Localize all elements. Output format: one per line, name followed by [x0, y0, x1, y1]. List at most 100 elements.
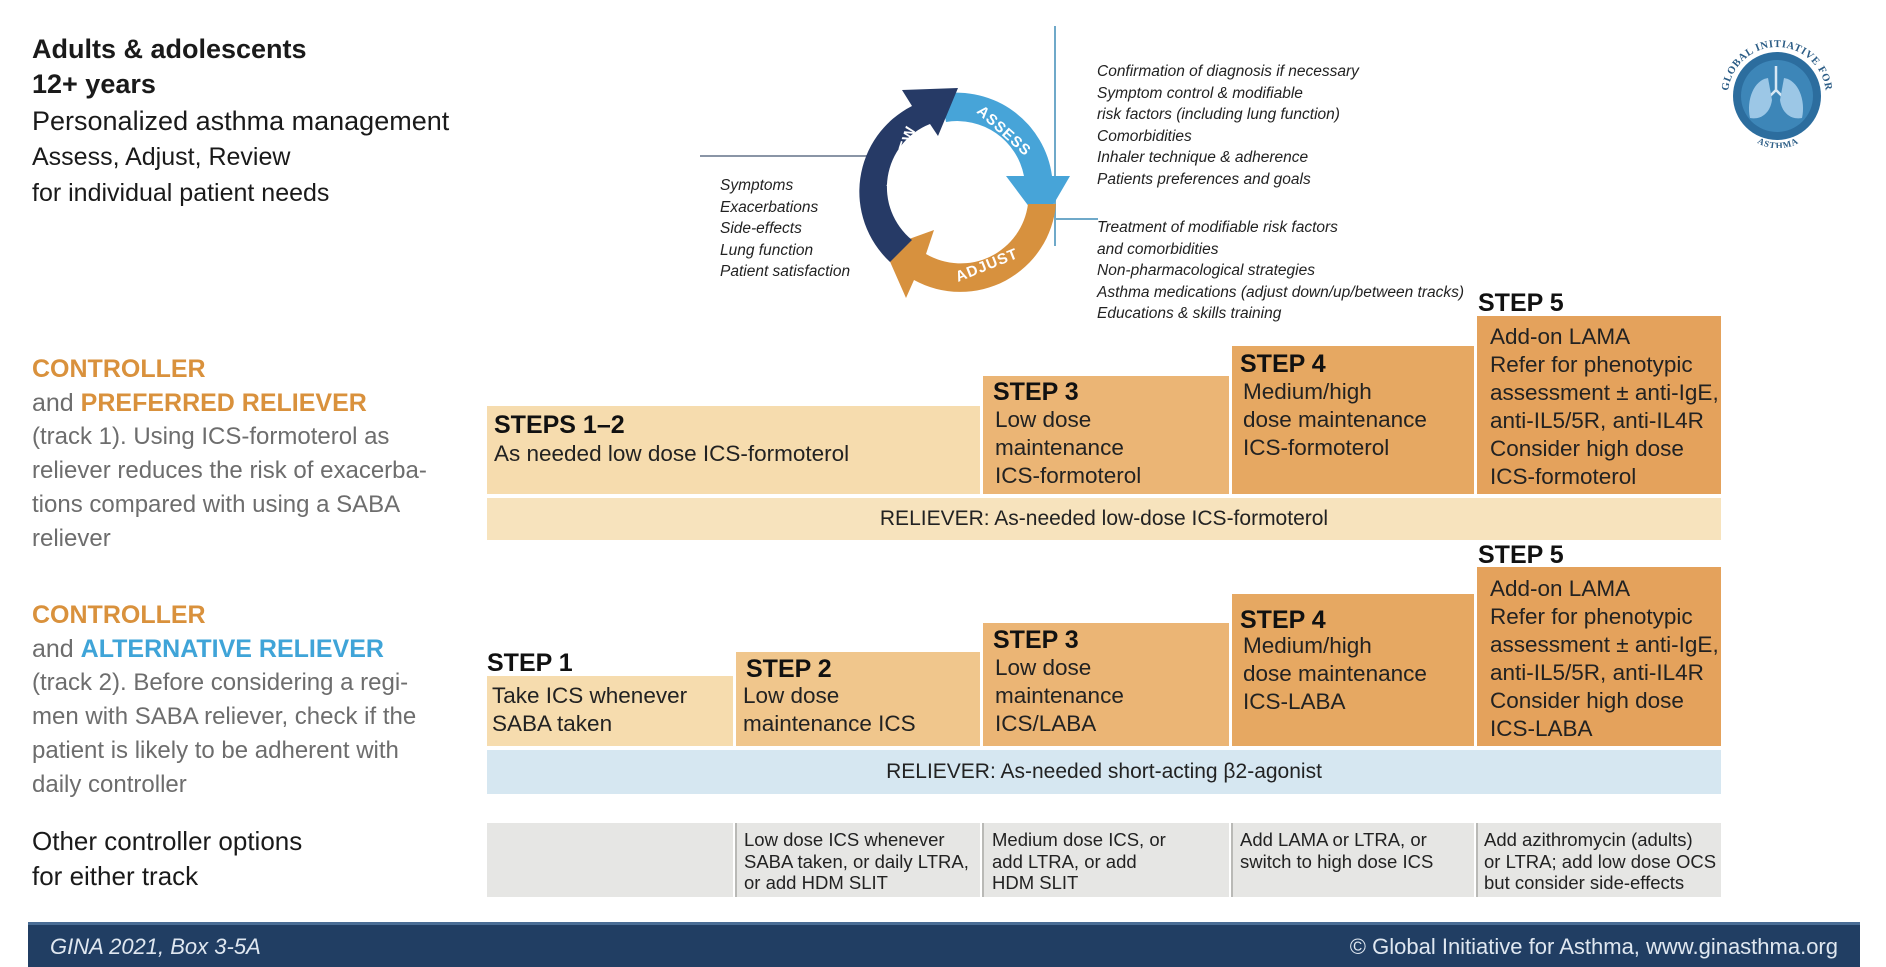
step-line: ICS-formoterol: [995, 463, 1142, 488]
track2-step-4-text: Medium/high dose maintenance ICS-LABA: [1243, 632, 1427, 716]
step-line: Refer for phenotypic: [1490, 352, 1693, 377]
step-line: Medium/high: [1243, 633, 1372, 658]
assess-note: Inhaler technique & adherence: [1097, 149, 1309, 166]
title-line-2: 12+ years: [32, 69, 156, 99]
step-line: ICS-formoterol: [1490, 464, 1637, 489]
track2-alternative-reliever: ALTERNATIVE RELIEVER: [80, 635, 384, 663]
step-line: maintenance ICS: [743, 711, 916, 736]
step-line: Low dose: [995, 655, 1092, 680]
page-title: Adults & adolescents 12+ years: [32, 32, 307, 102]
step-line: anti-IL5/5R, anti-IL4R: [1490, 408, 1704, 433]
track1-description-line: reliever: [32, 525, 111, 552]
track2-step-5-box: [1477, 567, 1721, 746]
track1-reliever-line: and PREFERRED RELIEVER: [32, 386, 472, 420]
step-line: SABA taken: [492, 711, 613, 736]
subtitle-2-line-2: for individual patient needs: [32, 179, 330, 207]
track1-steps-1-2-title: STEPS 1–2: [494, 411, 625, 439]
track1-steps-1-2-box: [487, 406, 980, 494]
track1-step-5-box: [1477, 316, 1721, 494]
other-option-cell: [735, 823, 980, 897]
assess-note: Symptom control & modifiable: [1097, 84, 1303, 102]
track1-description-line: reliever reduces the risk of exacerba-: [32, 457, 427, 484]
other-options-label-line: for either track: [32, 861, 199, 891]
adjust-note: Educations & skills training: [1097, 305, 1282, 322]
option-line: Medium dose ICS, or: [992, 829, 1166, 850]
track2-description-line: daily controller: [32, 771, 187, 798]
step-line: dose maintenance: [1243, 407, 1427, 432]
review-note: Symptoms: [720, 177, 794, 194]
option-line: switch to high dose ICS: [1240, 850, 1434, 872]
track2-step-2-box: [736, 652, 980, 746]
adjust-connector-line: [1054, 218, 1098, 220]
track2-description-line: men with SABA reliever, check if the: [32, 703, 417, 730]
step-line: maintenance: [995, 683, 1124, 708]
track1-label: CONTROLLER and PREFERRED RELIEVER (track…: [32, 352, 472, 556]
assess-connector-line: [1054, 26, 1056, 246]
review-assess-adjust-cycle: REVIEW ASSESS ADJUST: [859, 88, 1070, 298]
track2-description-line: patient is likely to be adherent with: [32, 737, 399, 764]
track1-steps-1-2-text: As needed low dose ICS-formoterol: [494, 440, 849, 468]
track1-preferred-reliever: PREFERRED RELIEVER: [80, 389, 367, 417]
track2-step-4-box: [1232, 594, 1474, 746]
option-line: but consider side-effects: [1484, 872, 1685, 893]
track2-step-1-title: STEP 1: [487, 649, 573, 677]
other-options-label-line: Other controller options: [32, 826, 303, 856]
track2-step-1-text: Take ICS whenever SABA taken: [492, 682, 687, 738]
other-option-cell: [982, 823, 1229, 897]
step-line: anti-IL5/5R, anti-IL4R: [1490, 660, 1704, 685]
review-arrow: [859, 88, 958, 262]
other-option-step-3: Medium dose ICS, or add LTRA, or add HDM…: [992, 829, 1166, 894]
subtitle-2-line-1: Assess, Adjust, Review: [32, 143, 291, 171]
step-line: Consider high dose: [1490, 436, 1684, 461]
adjust-note: Non-pharmacological strategies: [1097, 262, 1315, 279]
step-line: As needed low dose ICS-formoterol: [494, 441, 850, 466]
track2-step-4-title: STEP 4: [1240, 606, 1326, 634]
track1-step-4-text: Medium/high dose maintenance ICS-formote…: [1243, 378, 1427, 462]
option-line: Low dose ICS whenever: [744, 829, 945, 850]
option-line: HDM SLIT: [992, 872, 1079, 893]
track2-controller: CONTROLLER: [32, 601, 206, 629]
other-option-step-4: Add LAMA or LTRA, or switch to high dose…: [1240, 829, 1433, 872]
track1-reliever-label: RELIEVER: As-needed low-dose ICS-formote…: [879, 507, 1329, 530]
step-line: Refer for phenotypic: [1490, 604, 1693, 629]
review-note: Exacerbations: [720, 198, 819, 216]
review-note: Lung function: [720, 241, 814, 259]
step-line: Take ICS whenever: [492, 683, 688, 708]
option-line: Add azithromycin (adults): [1484, 829, 1693, 850]
track1-step-4-title: STEP 4: [1240, 350, 1326, 378]
step-line: ICS-LABA: [1490, 716, 1593, 741]
track2-reliever-line: and ALTERNATIVE RELIEVER: [32, 632, 472, 666]
step-line: Low dose: [743, 683, 840, 708]
track1-step-3-title: STEP 3: [993, 378, 1079, 406]
adjust-arrow: [884, 204, 1056, 298]
step-line: Add-on LAMA: [1490, 324, 1631, 349]
track2-and: and: [32, 635, 74, 663]
other-option-step-5: Add azithromycin (adults) or LTRA; add l…: [1484, 829, 1716, 894]
option-line: add LTRA, or add: [992, 850, 1137, 872]
review-connector-line: [700, 155, 868, 157]
subtitle: Personalized asthma management: [32, 106, 450, 136]
option-line: Add LAMA or LTRA, or: [1240, 829, 1427, 850]
track1-and: and: [32, 389, 74, 417]
review-notes: Symptoms Exacerbations Side-effects Lung…: [720, 175, 850, 283]
step-line: ICS-formoterol: [1243, 435, 1390, 460]
step-line: ICS/LABA: [995, 711, 1097, 736]
adjust-notes: Treatment of modifiable risk factors and…: [1097, 217, 1464, 325]
step-line: dose maintenance: [1243, 661, 1427, 686]
step-line: ICS-LABA: [1243, 689, 1346, 714]
step-line: maintenance: [995, 435, 1124, 460]
track1-controller: CONTROLLER: [32, 355, 206, 383]
step-line: assessment ± anti-IgE,: [1490, 380, 1719, 405]
track2-description-line: (track 2). Before considering a regi-: [32, 669, 409, 696]
other-options-label: Other controller options for either trac…: [32, 824, 302, 894]
track2-reliever-label: RELIEVER: As-needed short-acting β2-agon…: [886, 760, 1322, 783]
footer-bar: GINA 2021, Box 3-5A © Global Initiative …: [28, 922, 1860, 967]
track1-description-line: (track 1). Using ICS-formoterol as: [32, 423, 390, 450]
track2-step-3-title: STEP 3: [993, 626, 1079, 654]
gina-logo: GLOBAL INITIATIVE FOR ASTHMA: [1720, 39, 1833, 148]
assess-arrow: [941, 92, 1070, 224]
track2-label: CONTROLLER and ALTERNATIVE RELIEVER (tra…: [32, 598, 472, 802]
review-note: Patient satisfaction: [720, 263, 851, 280]
option-line: or LTRA; add low dose OCS: [1484, 850, 1717, 872]
assess-note: risk factors (including lung function): [1097, 106, 1340, 123]
